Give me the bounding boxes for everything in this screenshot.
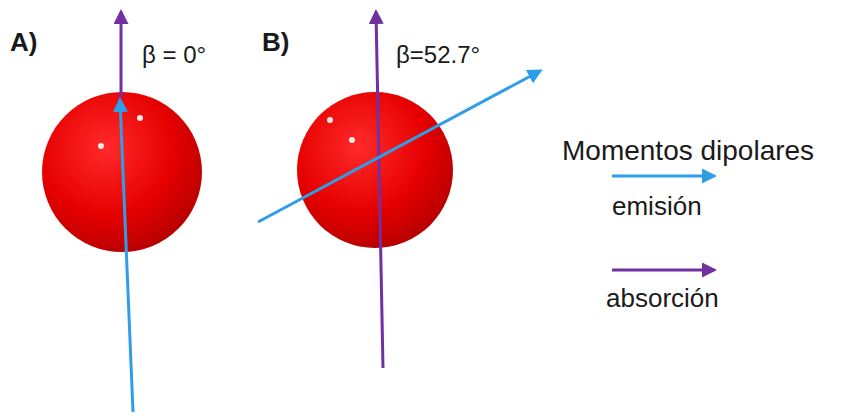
panel-letter: A) bbox=[10, 28, 37, 57]
panel-letter: B) bbox=[262, 28, 289, 57]
angle-label: β = 0° bbox=[142, 42, 206, 68]
legend-title: Momentos dipolares bbox=[562, 136, 814, 167]
legend-text: absorción bbox=[606, 284, 719, 313]
sphere bbox=[297, 92, 453, 248]
legend-text: emisión bbox=[612, 192, 702, 221]
legend-arrow bbox=[612, 269, 714, 272]
emission-dipole bbox=[120, 100, 133, 412]
angle-label: β=52.7° bbox=[396, 42, 480, 68]
emission-dipole bbox=[258, 71, 540, 222]
highlight bbox=[327, 117, 333, 123]
highlight bbox=[349, 137, 355, 143]
absorption-dipole bbox=[376, 12, 383, 368]
highlight bbox=[137, 115, 143, 121]
absorption-dipole bbox=[120, 12, 123, 98]
legend-arrow bbox=[612, 175, 714, 178]
highlight bbox=[98, 143, 104, 149]
